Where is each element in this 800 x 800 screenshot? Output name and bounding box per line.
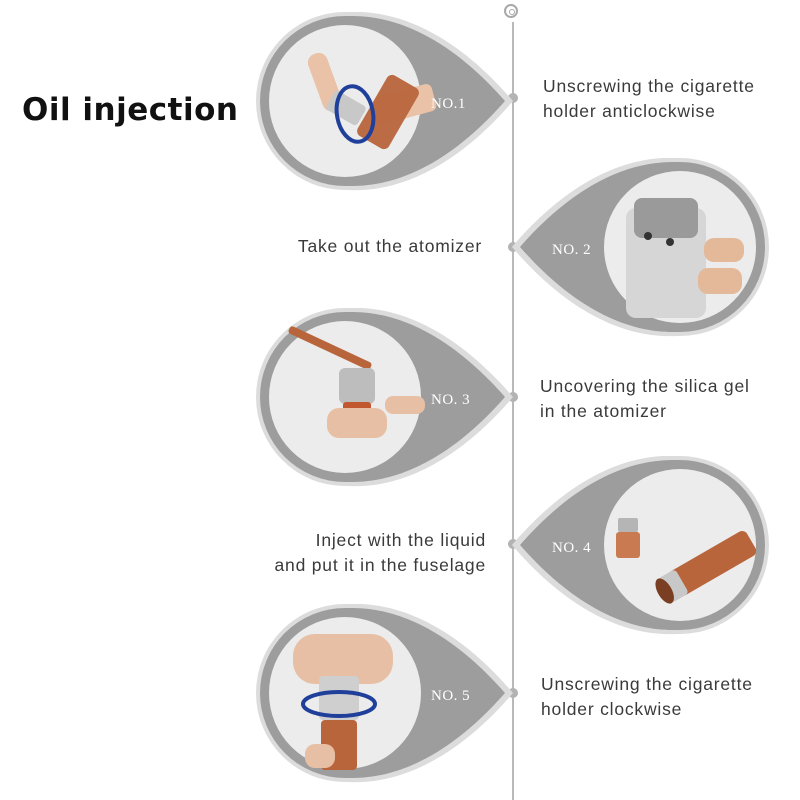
- step-1-illustration: [307, 52, 437, 150]
- step-4-line-1: Inject with the liquid: [315, 530, 486, 550]
- timeline-line: [512, 22, 514, 800]
- step-4-drop: NO. 4: [512, 456, 769, 635]
- step-1-description: Unscrewing the cigarette holder anticloc…: [543, 74, 755, 124]
- step-5-description: Unscrewing the cigarette holder clockwis…: [541, 672, 753, 722]
- step-4-photo: [604, 469, 756, 621]
- step-5-line-1: Unscrewing the cigarette: [541, 674, 753, 694]
- step-3-drop: NO. 3: [256, 308, 513, 487]
- step-2-illustration: [626, 198, 744, 318]
- step-5-illustration: [293, 634, 393, 770]
- step-4-label: NO. 4: [552, 540, 591, 556]
- step-3-line-2: in the atomizer: [540, 401, 667, 421]
- step-2-line-1: Take out the atomizer: [297, 236, 482, 256]
- step-4-illustration: [616, 518, 757, 604]
- step-3-label: NO. 3: [431, 392, 470, 408]
- step-1-drop: NO.1: [256, 12, 513, 191]
- page-title: Oil injection: [22, 92, 239, 128]
- step-4-description: Inject with the liquid and put it in the…: [275, 528, 487, 578]
- timeline-start-ring: [504, 4, 518, 18]
- step-4-line-2: and put it in the fuselage: [274, 555, 486, 575]
- timeline-dot-1: [508, 93, 518, 103]
- step-1-line-2: holder anticlockwise: [543, 101, 716, 121]
- step-2-label: NO. 2: [552, 242, 591, 258]
- step-2-drop: NO. 2: [512, 158, 769, 337]
- step-5-drop: NO. 5: [256, 604, 513, 783]
- step-2-description: Take out the atomizer: [298, 234, 482, 259]
- step-5-label: NO. 5: [431, 688, 470, 704]
- step-1-line-1: Unscrewing the cigarette: [543, 76, 755, 96]
- step-5-line-2: holder clockwise: [541, 699, 683, 719]
- step-3-line-1: Uncovering the silica gel: [540, 376, 750, 396]
- step-3-description: Uncovering the silica gel in the atomize…: [540, 374, 750, 424]
- step-1-label: NO.1: [431, 96, 466, 112]
- step-3-illustration: [288, 326, 425, 438]
